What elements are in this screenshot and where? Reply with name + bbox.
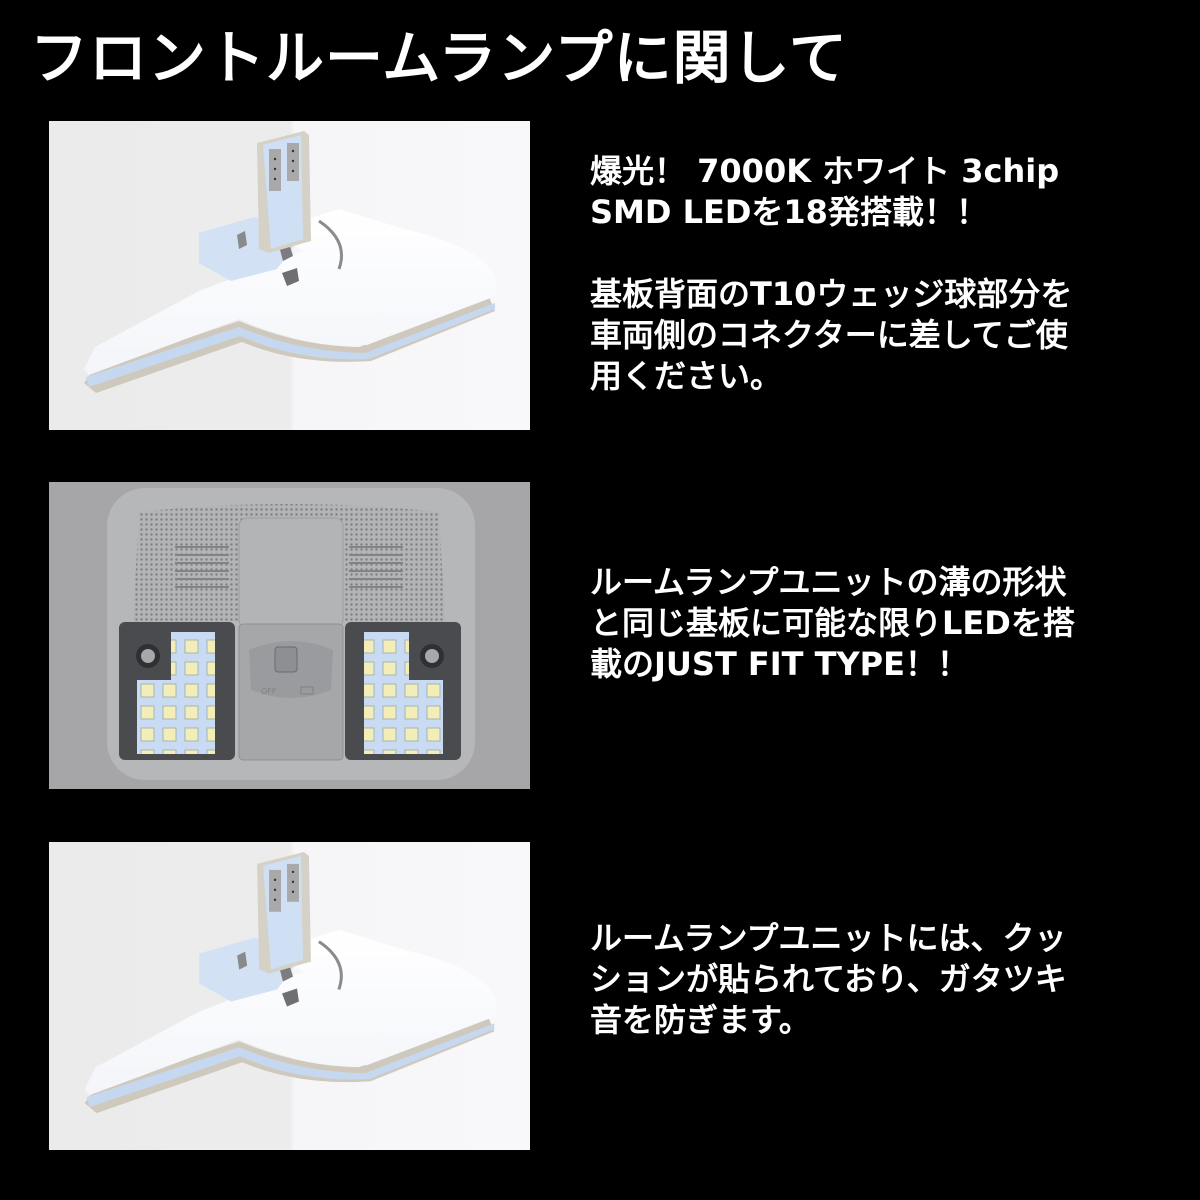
cushion-module-photo-icon — [84, 851, 497, 1114]
led-module-photo — [49, 121, 530, 430]
room-lamp-housing-icon: OFF — [49, 482, 530, 789]
section-3-description: ルームランプユニットには、クッ ションが貼られており、ガタツキ 音を防ぎます。 — [590, 919, 1067, 1039]
right-led-panel — [364, 632, 443, 754]
room-lamp-housing-photo: OFF — [49, 482, 530, 789]
page-title: フロントルームランプに関して — [30, 24, 848, 92]
section-1-description: 爆光！ 7000K ホワイト 3chip SMD LEDを18発搭載！！ 基板背… — [590, 152, 1073, 395]
switch-off-label: OFF — [261, 687, 277, 696]
left-led-panel — [137, 632, 215, 754]
led-module-photo-icon — [84, 131, 497, 393]
section-2-description: ルームランプユニットの溝の形状 と同じ基板に可能な限りLEDを搭 載のJUST … — [590, 563, 1075, 683]
cushion-module-photo — [49, 842, 530, 1150]
